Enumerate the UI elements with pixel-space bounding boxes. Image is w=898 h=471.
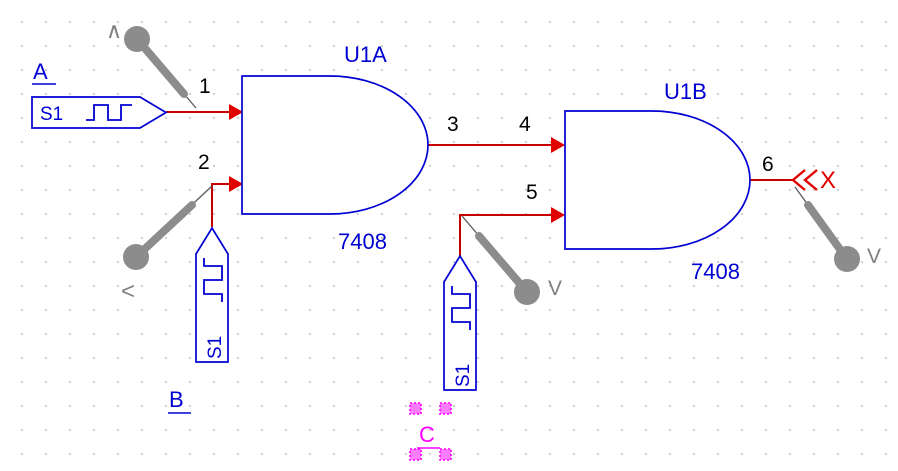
gate-u1b-part-label[interactable]: 7408 (691, 259, 740, 284)
and-gate-u1a-body[interactable] (241, 75, 429, 215)
pin-1-arrow-icon (229, 104, 243, 120)
probe-1-label: ∧ (106, 18, 122, 43)
probe-3-label: V (548, 277, 562, 300)
pulse-waveform-icon (451, 286, 471, 330)
probe-1-grip-icon[interactable] (124, 26, 150, 52)
source-b-ref-label[interactable]: S1 (205, 336, 226, 359)
pin-4-arrow-icon (551, 137, 565, 153)
wire-net-c[interactable] (459, 214, 551, 256)
selection-handle-top-left[interactable] (409, 402, 422, 415)
net-label-c[interactable]: C (419, 422, 435, 447)
pin-4-number: 4 (519, 113, 531, 136)
source-c-ref-label[interactable]: S1 (453, 364, 474, 387)
gate-u1a-part-label[interactable]: 7408 (338, 229, 387, 254)
selection-handle-bottom-left[interactable] (409, 448, 422, 461)
source-a-ref-label[interactable]: S1 (40, 104, 63, 125)
pulse-waveform-icon (86, 104, 132, 121)
gate-u1a-ref-label[interactable]: U1A (344, 42, 387, 67)
pulse-waveform-icon (203, 258, 223, 302)
net-label-b[interactable]: B (169, 387, 184, 412)
selection-handle-bottom-right[interactable] (439, 448, 452, 461)
output-terminal-chevron-icon (803, 169, 818, 191)
probe-4-label: V (867, 245, 881, 268)
pulse-source-a-body[interactable] (31, 96, 168, 129)
wire-net-b[interactable] (211, 183, 229, 227)
gate-u1b-ref-label[interactable]: U1B (664, 79, 707, 104)
pin-5-number: 5 (526, 181, 538, 204)
pin-1-number: 1 (199, 75, 211, 98)
probe-3-grip-icon[interactable] (514, 279, 540, 305)
and-gate-u1b-body[interactable] (564, 110, 751, 250)
probe-2-grip-icon[interactable] (123, 244, 149, 270)
pin-2-number: 2 (198, 151, 210, 174)
net-label-a[interactable]: A (33, 59, 48, 84)
probe-4-grip-icon[interactable] (834, 246, 860, 272)
pin-6-number: 6 (762, 153, 774, 176)
pin-3-number: 3 (447, 113, 459, 136)
pin-2-arrow-icon (229, 176, 243, 192)
output-terminal-chevron-icon (791, 169, 806, 191)
probe-2-label: < (121, 278, 135, 305)
output-net-label-x[interactable]: X (820, 167, 836, 194)
selection-handle-top-right[interactable] (439, 402, 452, 415)
pin-5-arrow-icon (551, 207, 565, 223)
